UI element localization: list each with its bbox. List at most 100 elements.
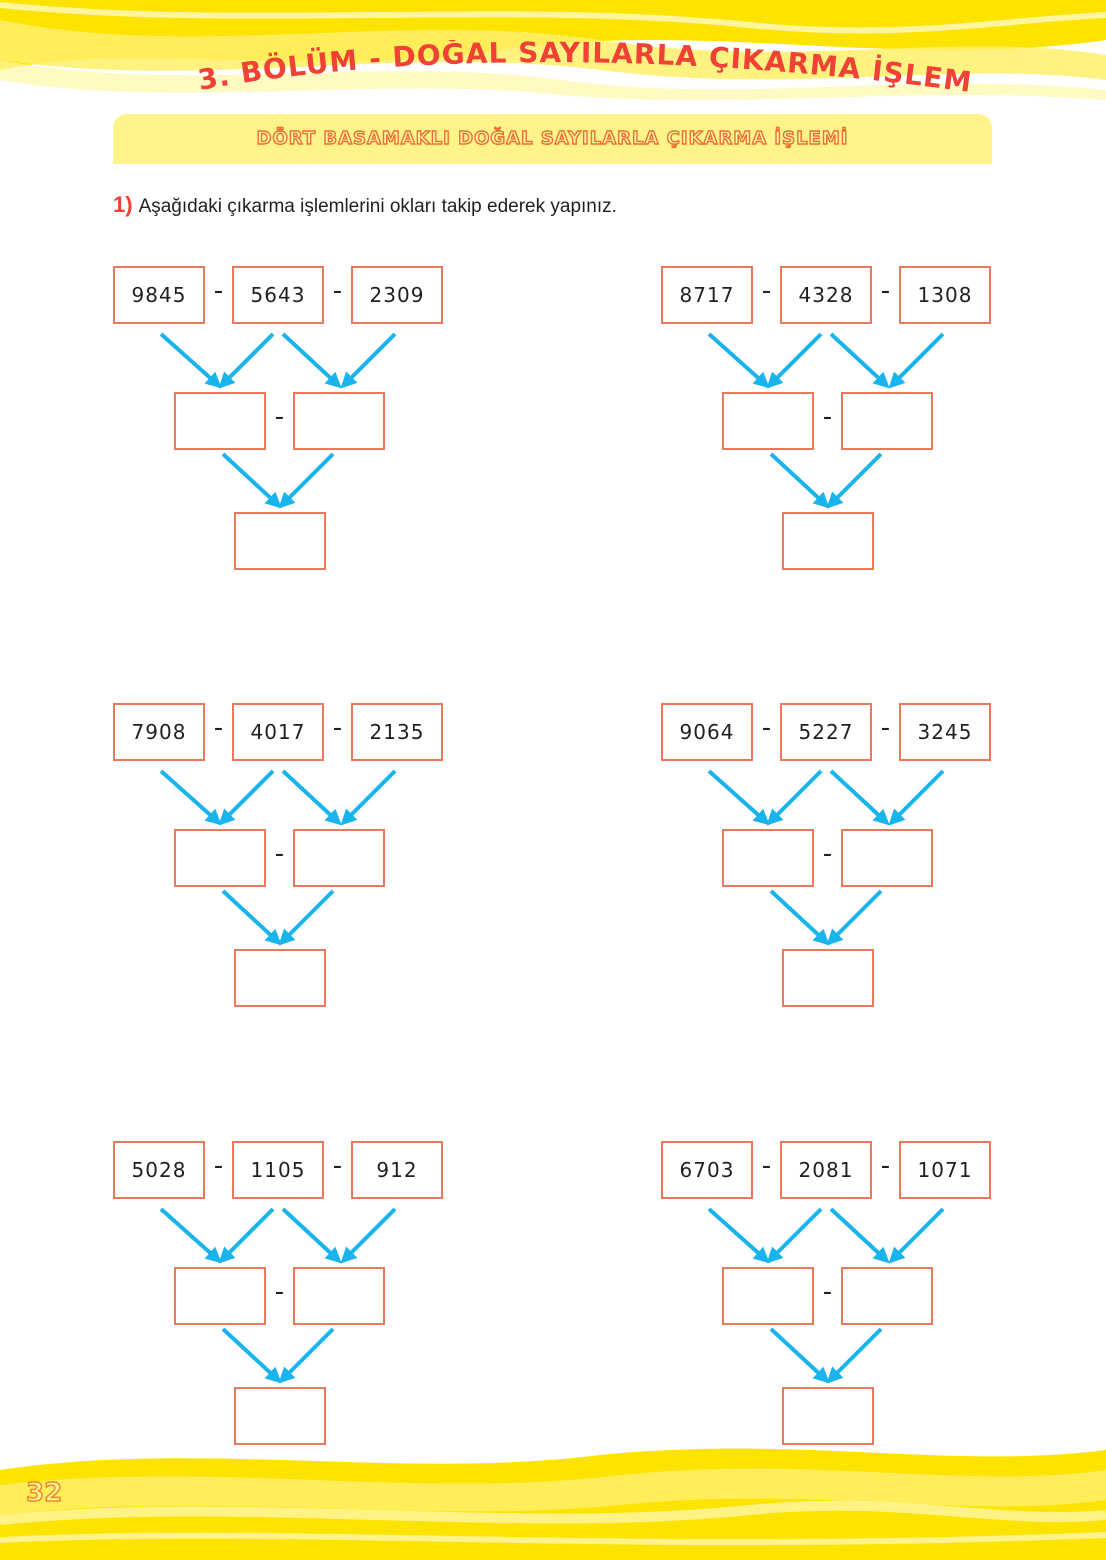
minus-sign: - bbox=[274, 839, 285, 869]
chapter-title: 3. BÖLÜM - DOĞAL SAYILARLA ÇIKARMA İŞLEM… bbox=[0, 40, 973, 99]
number-box: 912 bbox=[351, 1141, 443, 1199]
number-box: 4017 bbox=[232, 703, 324, 761]
number-box: 9064 bbox=[661, 703, 753, 761]
number-box: 1071 bbox=[899, 1141, 991, 1199]
number-box: 1308 bbox=[899, 266, 991, 324]
arrow-icon bbox=[707, 332, 770, 389]
number-box: 2135 bbox=[351, 703, 443, 761]
arrow-icon bbox=[281, 332, 342, 389]
number-box: 4328 bbox=[780, 266, 872, 324]
answer-box[interactable] bbox=[722, 829, 814, 887]
question-text: Aşağıdaki çıkarma işlemlerini okları tak… bbox=[138, 196, 617, 217]
flow-arrows bbox=[159, 332, 397, 509]
arrow-icon bbox=[826, 1327, 883, 1384]
arrow-icon bbox=[278, 452, 335, 509]
arrow-icon bbox=[218, 769, 275, 826]
arrow-icon bbox=[888, 769, 945, 826]
minus-sign: - bbox=[822, 402, 833, 432]
arrow-icon bbox=[340, 769, 397, 826]
final-answer-box[interactable] bbox=[234, 512, 326, 570]
number-box: 5227 bbox=[780, 703, 872, 761]
arrow-icon bbox=[826, 452, 883, 509]
minus-sign: - bbox=[822, 1277, 833, 1307]
arrow-icon bbox=[340, 332, 397, 389]
flow-arrows bbox=[707, 332, 945, 509]
minus-sign: - bbox=[822, 839, 833, 869]
arrow-icon bbox=[340, 1207, 397, 1264]
answer-box[interactable] bbox=[174, 1267, 266, 1325]
final-answer-box[interactable] bbox=[782, 512, 874, 570]
arrow-icon bbox=[769, 889, 830, 946]
chapter-title-text: 3. BÖLÜM - DOĞAL SAYILARLA ÇIKARMA İŞLEM… bbox=[0, 40, 973, 99]
arrow-icon bbox=[829, 332, 890, 389]
arrow-icon bbox=[221, 1327, 282, 1384]
final-answer-box[interactable] bbox=[782, 949, 874, 1007]
bottom-yellow-wave-decoration bbox=[0, 1448, 1106, 1560]
number-box: 3245 bbox=[899, 703, 991, 761]
minus-sign: - bbox=[332, 1151, 343, 1181]
final-answer-box[interactable] bbox=[234, 949, 326, 1007]
minus-sign: - bbox=[880, 713, 891, 743]
minus-sign: - bbox=[274, 402, 285, 432]
number-box: 9845 bbox=[113, 266, 205, 324]
page-number: 32 bbox=[25, 1477, 63, 1509]
answer-box[interactable] bbox=[293, 1267, 385, 1325]
minus-sign: - bbox=[761, 1151, 772, 1181]
number-box: 2081 bbox=[780, 1141, 872, 1199]
number-box: 6703 bbox=[661, 1141, 753, 1199]
minus-sign: - bbox=[761, 276, 772, 306]
answer-box[interactable] bbox=[293, 392, 385, 450]
number-box: 7908 bbox=[113, 703, 205, 761]
arrow-icon bbox=[159, 1207, 222, 1264]
arrow-icon bbox=[888, 332, 945, 389]
arrow-icon bbox=[281, 769, 342, 826]
arrow-icon bbox=[221, 889, 282, 946]
arrow-icon bbox=[707, 1207, 770, 1264]
answer-box[interactable] bbox=[841, 829, 933, 887]
minus-sign: - bbox=[213, 1151, 224, 1181]
arrow-icon bbox=[218, 332, 275, 389]
arrow-icon bbox=[221, 452, 282, 509]
arrow-icon bbox=[159, 332, 222, 389]
minus-sign: - bbox=[332, 276, 343, 306]
answer-box[interactable] bbox=[293, 829, 385, 887]
final-answer-box[interactable] bbox=[782, 1387, 874, 1445]
flow-arrows bbox=[707, 769, 945, 946]
number-box: 5643 bbox=[232, 266, 324, 324]
section-title: DÖRT BASAMAKLI DOĞAL SAYILARLA ÇIKARMA İ… bbox=[256, 127, 849, 149]
arrow-icon bbox=[278, 1327, 335, 1384]
minus-sign: - bbox=[274, 1277, 285, 1307]
arrow-icon bbox=[766, 1207, 823, 1264]
arrow-icon bbox=[159, 769, 222, 826]
minus-sign: - bbox=[332, 713, 343, 743]
arrow-icon bbox=[218, 1207, 275, 1264]
number-box: 1105 bbox=[232, 1141, 324, 1199]
minus-sign: - bbox=[880, 276, 891, 306]
arrow-icon bbox=[769, 452, 830, 509]
answer-box[interactable] bbox=[174, 829, 266, 887]
minus-sign: - bbox=[213, 276, 224, 306]
flow-arrows bbox=[707, 1207, 945, 1384]
answer-box[interactable] bbox=[841, 392, 933, 450]
minus-sign: - bbox=[213, 713, 224, 743]
flow-arrows bbox=[159, 769, 397, 946]
answer-box[interactable] bbox=[174, 392, 266, 450]
answer-box[interactable] bbox=[722, 392, 814, 450]
arrow-icon bbox=[766, 769, 823, 826]
arrow-icon bbox=[829, 769, 890, 826]
arrow-icon bbox=[888, 1207, 945, 1264]
minus-sign: - bbox=[880, 1151, 891, 1181]
final-answer-box[interactable] bbox=[234, 1387, 326, 1445]
number-box: 2309 bbox=[351, 266, 443, 324]
answer-box[interactable] bbox=[722, 1267, 814, 1325]
arrow-icon bbox=[707, 769, 770, 826]
arrow-icon bbox=[281, 1207, 342, 1264]
minus-sign: - bbox=[761, 713, 772, 743]
arrow-icon bbox=[829, 1207, 890, 1264]
answer-box[interactable] bbox=[841, 1267, 933, 1325]
number-box: 5028 bbox=[113, 1141, 205, 1199]
